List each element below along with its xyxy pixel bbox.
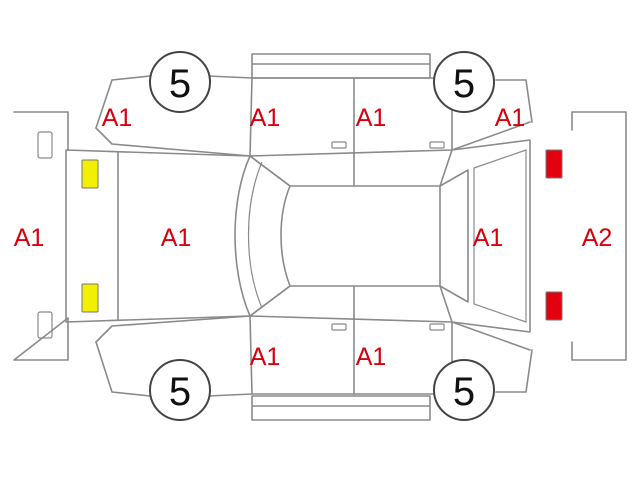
code-front-left-fender: A1 bbox=[102, 104, 133, 132]
code-hood: A1 bbox=[161, 224, 192, 252]
left-rocker-panel bbox=[251, 53, 431, 79]
left-side-body bbox=[95, 75, 533, 187]
code-front-right-door: A1 bbox=[250, 343, 281, 371]
wheel-front-left: 5 bbox=[149, 51, 211, 113]
rear-bumper-panel bbox=[571, 111, 627, 361]
right-rocker-panel bbox=[251, 395, 431, 421]
front-lamp-upper bbox=[81, 159, 99, 189]
wheel-front-left-value: 5 bbox=[169, 62, 191, 106]
code-front-bumper: A1 bbox=[14, 224, 45, 252]
wheel-rear-left: 5 bbox=[433, 51, 495, 113]
wheel-rear-right-value: 5 bbox=[453, 370, 475, 414]
rear-lamp-upper bbox=[545, 149, 563, 179]
wheel-rear-right: 5 bbox=[433, 359, 495, 421]
code-rear-right-door: A1 bbox=[356, 343, 387, 371]
wheel-front-right: 5 bbox=[149, 359, 211, 421]
code-rear-left-quarter: A1 bbox=[495, 104, 526, 132]
code-rear-bumper: A2 bbox=[582, 224, 613, 252]
code-front-left-door: A1 bbox=[250, 104, 281, 132]
front-lamp-lower bbox=[81, 283, 99, 313]
top-view-body bbox=[65, 139, 531, 333]
front-bumper-panel bbox=[13, 111, 69, 361]
wheel-front-right-value: 5 bbox=[169, 370, 191, 414]
code-rear-window: A1 bbox=[473, 224, 504, 252]
code-rear-left-door: A1 bbox=[356, 104, 387, 132]
wheel-rear-left-value: 5 bbox=[453, 62, 475, 106]
rear-lamp-lower bbox=[545, 291, 563, 321]
